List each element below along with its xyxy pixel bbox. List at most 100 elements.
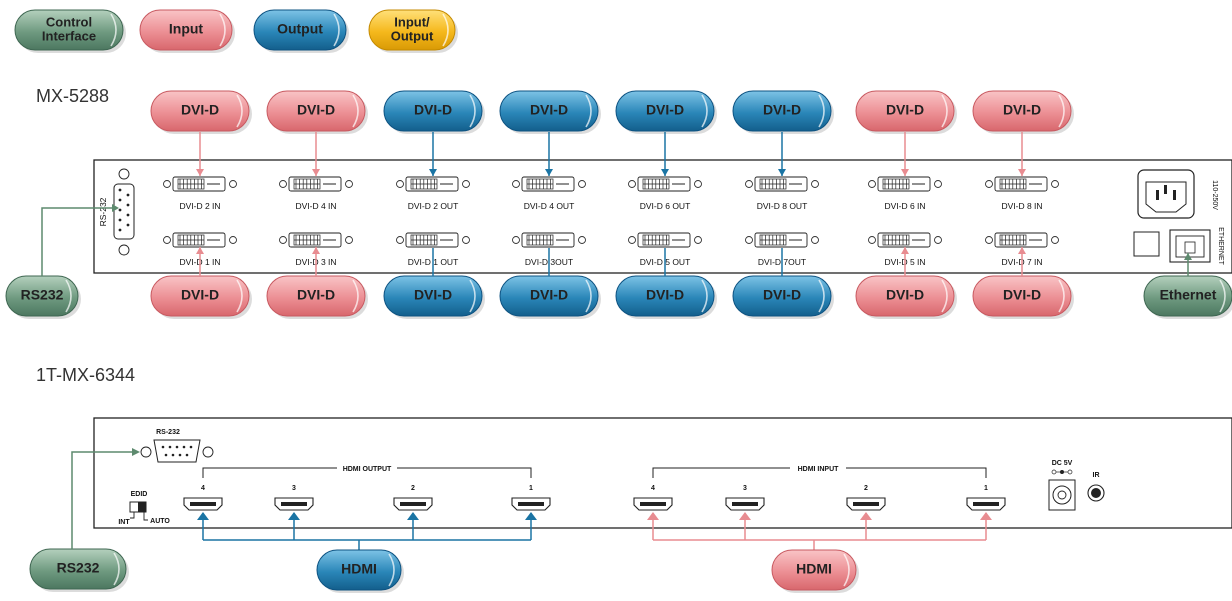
hdmi-input-label: HDMI INPUT <box>798 466 840 473</box>
screw-hole <box>694 180 702 188</box>
screw-hole <box>868 236 876 244</box>
hdmi-output-port-2 <box>393 497 433 511</box>
pill-label: DVI-D <box>530 287 568 303</box>
screw-hole <box>934 180 942 188</box>
dvi-d-pill-top-5[interactable]: DVI-D <box>615 90 717 134</box>
dvi-d-pill-bottom-2[interactable]: DVI-D <box>266 275 368 319</box>
arrow-head <box>288 512 300 520</box>
inlet-socket <box>1145 181 1187 213</box>
dvi-port-bottom-1 <box>163 232 237 248</box>
pill-gloss <box>1058 94 1065 128</box>
connector-top-4 <box>545 132 553 176</box>
dvi-d-pill-bottom-7[interactable]: DVI-D <box>855 275 957 319</box>
rs232-pill-mx6344[interactable]: RS232 <box>29 548 129 592</box>
hdmi-tongue <box>732 502 758 506</box>
hdmi-output-pill[interactable]: HDMI <box>316 549 404 593</box>
hdmi-tongue <box>281 502 307 506</box>
polarity-dot <box>1060 470 1064 474</box>
dvi-port-bottom-8 <box>985 232 1059 248</box>
hdmi-output-number-3: 2 <box>411 485 415 492</box>
hdmi-output-port-3 <box>274 497 314 511</box>
screw-hole <box>934 236 942 244</box>
dvi-label-top-7: DVI-D 6 IN <box>884 201 925 211</box>
screw-hole <box>512 236 520 244</box>
dvi-d-pill-top-4[interactable]: DVI-D <box>499 90 601 134</box>
pill-label: RS232 <box>21 287 64 303</box>
dvi-d-pill-bottom-1[interactable]: DVI-D <box>150 275 252 319</box>
pill-label: Ethernet <box>1160 287 1217 303</box>
pill-body <box>29 548 127 590</box>
rs232-db9-port <box>113 168 135 256</box>
dvi-d-pill-top-3[interactable]: DVI-D <box>383 90 485 134</box>
dvi-d-pill-top-1[interactable]: DVI-D <box>150 90 252 134</box>
dvi-port-top-4 <box>512 176 586 192</box>
arrow-head <box>901 247 909 254</box>
legend-input[interactable]: Input <box>139 9 235 53</box>
arrow-head <box>739 512 751 520</box>
dvi-d-pill-top-7[interactable]: DVI-D <box>855 90 957 134</box>
dvi-port-bottom-4 <box>512 232 586 248</box>
screw-hole <box>578 236 586 244</box>
screw-hole <box>229 180 237 188</box>
hdmi-input-pill[interactable]: HDMI <box>771 549 859 593</box>
connector-bottom-8 <box>1018 247 1026 276</box>
ethernet-pill[interactable]: Ethernet <box>1143 275 1232 319</box>
arrow-head <box>312 169 320 176</box>
dc-polarity-icon <box>1051 469 1073 475</box>
pill-body <box>150 90 250 132</box>
dvi-d-pill-top-6[interactable]: DVI-D <box>732 90 834 134</box>
edid-switch-knob <box>138 502 146 512</box>
pill-body <box>368 9 456 51</box>
arrow-head <box>197 512 209 520</box>
pill-gloss <box>585 279 592 313</box>
hdmi-output-port-1 <box>511 497 551 511</box>
pill-body <box>253 9 347 51</box>
dvi-d-pill-bottom-3[interactable]: DVI-D <box>383 275 485 319</box>
screw-hole <box>578 180 586 188</box>
connector-bottom-2 <box>312 247 320 276</box>
rs232-connector-mx6344 <box>71 451 132 549</box>
ethernet-label: ETHERNET <box>1217 227 1224 265</box>
screw-hole <box>1051 180 1059 188</box>
hdmi-input-number-2: 3 <box>743 485 747 492</box>
dvi-d-pill-bottom-4[interactable]: DVI-D <box>499 275 601 319</box>
db9-pin <box>126 203 130 207</box>
dvi-port-top-1 <box>163 176 237 192</box>
pill-label: Control <box>46 14 92 29</box>
pill-label: RS232 <box>57 560 100 576</box>
hdmi-input-port-1 <box>966 497 1006 511</box>
connector-top-8 <box>1018 132 1026 176</box>
dvi-port-bottom-2 <box>279 232 353 248</box>
dvi-d-pill-top-8[interactable]: DVI-D <box>972 90 1074 134</box>
dvi-d-pill-bottom-6[interactable]: DVI-D <box>732 275 834 319</box>
dvi-port-bottom-5 <box>628 232 702 248</box>
db9-pin <box>118 208 122 212</box>
dvi-label-top-6: DVI-D 8 OUT <box>757 201 808 211</box>
dvi-label-top-8: DVI-D 8 IN <box>1001 201 1042 211</box>
pill-label: DVI-D <box>646 102 684 118</box>
pill-label: DVI-D <box>414 287 452 303</box>
edid-int-label: INT <box>118 519 130 526</box>
rs232-pill-mx5288[interactable]: RS232 <box>5 275 81 319</box>
rs232-label: RS-232 <box>98 197 108 226</box>
switch-block <box>1133 231 1160 257</box>
screw-hole <box>694 236 702 244</box>
dc-label: DC 5V <box>1052 460 1073 467</box>
pill-label: DVI-D <box>181 287 219 303</box>
pill-gloss <box>352 279 359 313</box>
legend-output[interactable]: Output <box>253 9 349 53</box>
dvi-d-pill-bottom-8[interactable]: DVI-D <box>972 275 1074 319</box>
edid-label: EDID <box>131 491 148 498</box>
edid-auto-label: AUTO <box>150 518 170 525</box>
screw-hole <box>811 180 819 188</box>
hdmi-tongue <box>518 502 544 506</box>
dvi-d-pill-top-2[interactable]: DVI-D <box>266 90 368 134</box>
db9-shell <box>153 439 201 463</box>
dvi-port-bottom-6 <box>745 232 819 248</box>
dvi-d-pill-bottom-5[interactable]: DVI-D <box>615 275 717 319</box>
pill-label: DVI-D <box>414 102 452 118</box>
screw-hole <box>396 180 404 188</box>
legend-input-output[interactable]: Input/Output <box>368 9 458 53</box>
pill-gloss <box>236 94 243 128</box>
